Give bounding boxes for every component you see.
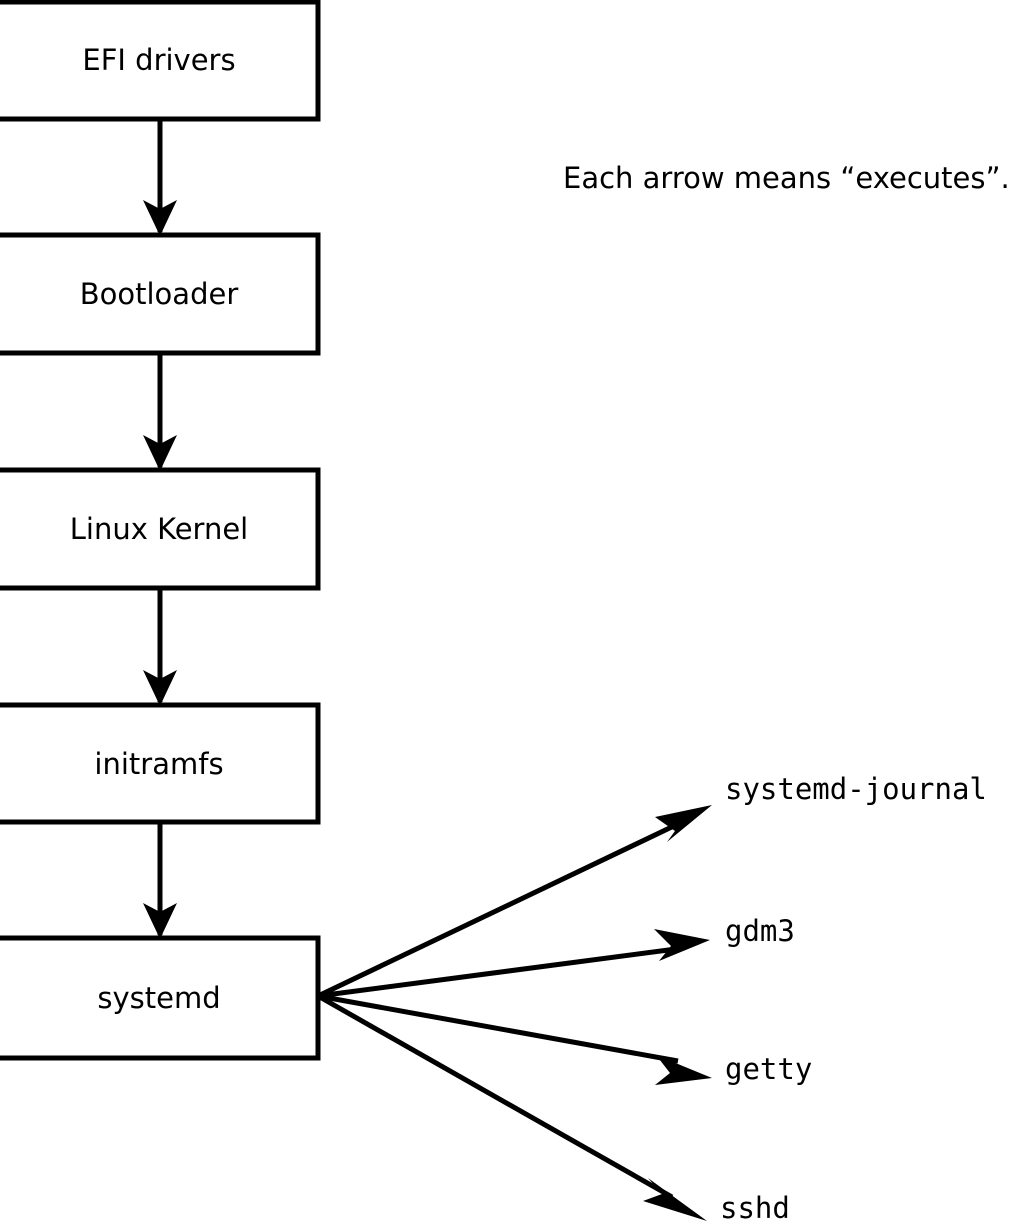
edge-line (316, 821, 680, 999)
arrow-head-icon (143, 903, 177, 939)
edge-bootloader-to-linux-kernel (143, 353, 177, 471)
node-label: systemd (97, 981, 220, 1015)
node-systemd[interactable]: systemd (0, 935, 321, 1061)
node-label: initramfs (94, 747, 223, 781)
node-box[interactable] (0, 467, 321, 591)
edge-linux-kernel-to-initramfs (143, 588, 177, 706)
arrow-head-icon (655, 1055, 712, 1085)
node-label: EFI drivers (82, 43, 235, 77)
node-linux-kernel[interactable]: Linux Kernel (0, 467, 321, 591)
edge-systemd-to-systemd-journal (316, 805, 712, 999)
arrow-head-icon (143, 435, 177, 471)
edge-efi-drivers-to-bootloader (143, 119, 177, 236)
arrow-head-icon (143, 670, 177, 706)
service-label-systemd-journal: systemd-journal (725, 772, 987, 806)
arrow-head-icon (654, 929, 710, 961)
chain-edges (143, 119, 177, 939)
service-label-getty: getty (725, 1052, 812, 1086)
edge-line (317, 993, 679, 1064)
edge-initramfs-to-systemd (143, 822, 177, 939)
node-label: Bootloader (80, 277, 239, 311)
node-efi-drivers[interactable]: EFI drivers (0, 0, 321, 122)
edge-systemd-to-getty (317, 993, 712, 1085)
node-box[interactable] (0, 935, 321, 1061)
node-label: Linux Kernel (70, 512, 248, 546)
node-box[interactable] (0, 232, 321, 356)
arrow-head-icon (643, 1178, 707, 1221)
arrow-head-icon (655, 805, 712, 842)
edge-line (317, 946, 677, 999)
edge-systemd-to-gdm3 (317, 929, 710, 999)
node-bootloader[interactable]: Bootloader (0, 232, 321, 356)
edge-systemd-to-sshd (316, 993, 707, 1221)
edge-line (316, 993, 674, 1200)
service-label-gdm3: gdm3 (725, 914, 795, 948)
node-initramfs[interactable]: initramfs (0, 702, 321, 825)
fanout-edges (316, 805, 712, 1221)
service-label-sshd: sshd (720, 1191, 790, 1225)
arrow-head-icon (143, 200, 177, 236)
node-box[interactable] (0, 0, 321, 122)
diagram-caption: Each arrow means “executes”. (563, 161, 1010, 195)
node-box[interactable] (0, 702, 321, 825)
